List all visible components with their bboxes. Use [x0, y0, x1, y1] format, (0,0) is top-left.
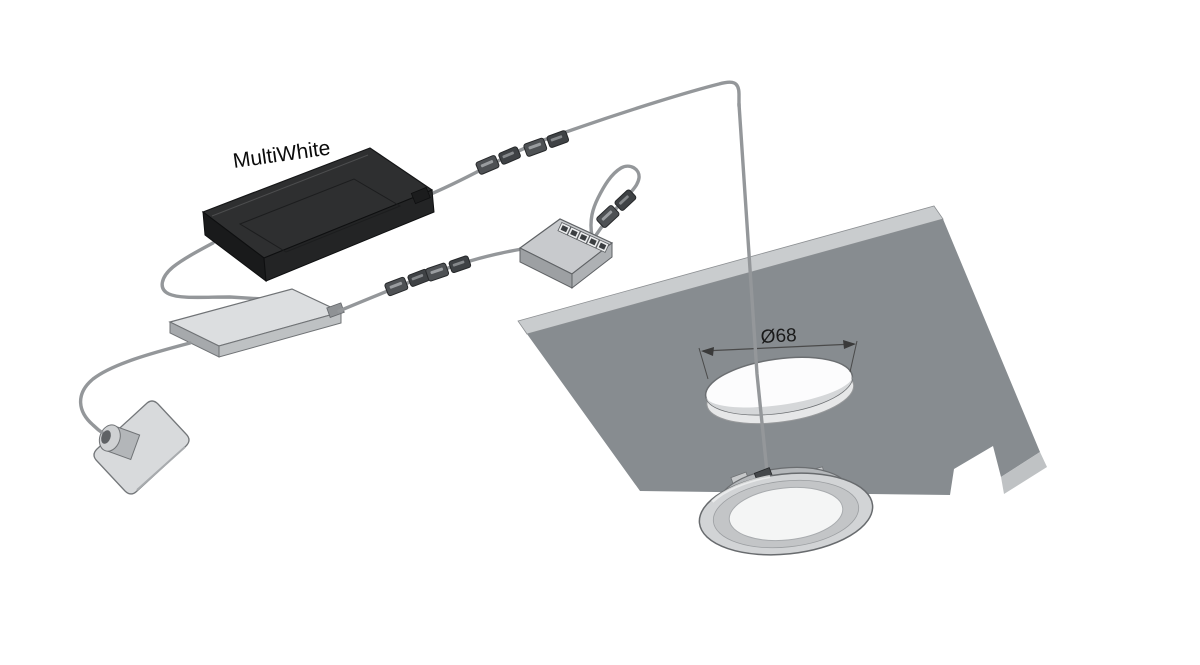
distributor-port — [566, 226, 581, 240]
cable-driver-to-receiver-loop — [160, 241, 264, 301]
cable-receiver-to-switch — [78, 341, 192, 436]
driver-lid-panel — [238, 178, 402, 253]
mounting-panel — [517, 205, 1047, 495]
distributor-block — [518, 218, 614, 290]
distributor-port — [585, 235, 600, 249]
puck-lens — [728, 486, 844, 542]
receiver-box-side — [218, 311, 342, 358]
multiwhite-driver — [201, 147, 435, 283]
cable-connector-pair-2 — [522, 129, 570, 158]
switch-cable-entry-hole — [101, 430, 111, 444]
switch-plate-shadow-edge — [136, 446, 186, 491]
cable-drop-to-light — [737, 102, 769, 474]
driver-lid-seam — [211, 154, 369, 217]
driver-output-nub — [410, 186, 431, 205]
hole-inner-wall — [705, 375, 853, 415]
cable-driver-to-panel — [422, 80, 741, 199]
extension-line-left — [698, 347, 709, 380]
dimension-label: Ø68 — [760, 325, 797, 348]
panel-corner-cut — [1001, 452, 1047, 494]
receiver-box — [168, 288, 345, 358]
distributor-port — [576, 230, 591, 245]
driver-side — [263, 189, 435, 282]
cutout-hole — [704, 356, 855, 425]
distributor-port — [595, 239, 610, 253]
panel-surface — [527, 219, 1040, 495]
distributor-ports — [557, 221, 610, 253]
dimension-arrow-left — [701, 347, 714, 356]
hole-dimension: Ø68 — [698, 325, 858, 380]
dimension-arrow-right — [843, 340, 856, 349]
switch-plate — [93, 400, 190, 495]
extension-line-right — [849, 340, 858, 373]
driver-label: MultiWhite — [231, 137, 331, 173]
puck-ring-highlight — [711, 474, 771, 503]
receiver-output-nub — [326, 302, 345, 318]
distributor-side — [571, 241, 613, 290]
distributor-port — [557, 221, 572, 236]
wall-switch — [93, 400, 190, 495]
led-puck-light — [698, 466, 874, 556]
dimension-line — [702, 343, 855, 352]
